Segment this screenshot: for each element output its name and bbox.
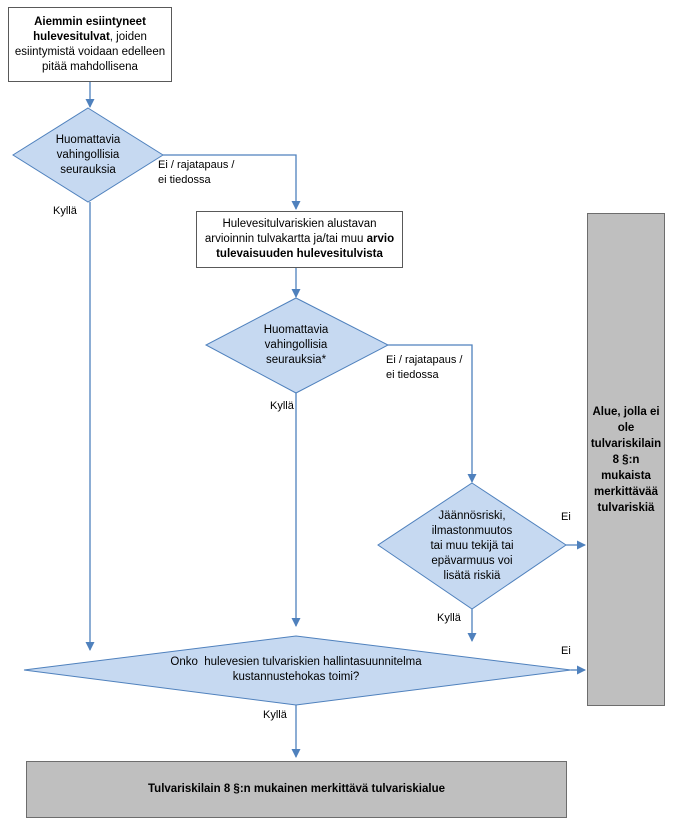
d3-line-2: ilmastonmuutos [431,524,513,537]
d3-no-label: Ei [561,511,571,523]
d2-no-label-2: ei tiedossa [386,369,439,381]
d2-no-label: Ei / rajatapaus / ei tiedossa [386,353,462,383]
start-box-bold1: Aiemmin esiintyneet [34,15,146,28]
no-risk-line-5: mukaista [601,469,651,482]
d3-line-1: Jäännösriski, [438,509,506,522]
start-box-line3: esiintymistä voidaan edelleen [14,45,166,58]
d4-no-label: Ei [561,645,571,657]
d1-yes-label: Kyllä [53,205,77,217]
decision-1-text: Huomattavia vahingollisia seurauksia [38,125,138,185]
d2-yes-label: Kyllä [270,400,294,412]
decision-diamond-1 [12,107,164,203]
d1-line-1: Huomattavia [55,133,121,146]
d3-line-4: epävarmuus voi [431,554,513,567]
decision-3-text: Jäännösriski, ilmastonmuutos tai muu tek… [412,505,532,587]
d3-line-5: lisätä riskiä [443,569,501,582]
no-risk-line-2: ole [617,421,635,434]
assessment-line1: Hulevesitulvariskien alustavan [222,218,377,230]
assessment-line3-bold: tulevaisuuden hulevesitulvista [216,248,383,260]
start-box-bold2: hulevesitulvat [33,30,110,43]
start-box-rest1: , joiden [109,30,147,43]
d2-no-label-1: Ei / rajatapaus / [386,354,463,366]
assessment-line2-plain: arvioinnin tulvakartta ja/tai muu [204,233,367,245]
decision-4-text: Onko hulevesien tulvariskien hallintasuu… [146,652,446,688]
no-significant-risk-box: Alue, jolla ei ole tulvariskilain 8 §:n … [587,213,665,706]
d1-line-3: seurauksia [60,163,116,176]
d4-line-2: kustannustehokas toimi? [232,671,360,683]
risk-area-text: Tulvariskilain 8 §:n mukainen merkittävä… [148,783,445,795]
no-risk-line-4: 8 §:n [612,453,640,466]
significant-risk-area-box: Tulvariskilain 8 §:n mukainen merkittävä… [26,761,567,818]
d2-line-1: Huomattavia [263,323,329,336]
assessment-box: Hulevesitulvariskien alustavan arvioinni… [196,211,403,268]
d1-line-2: vahingollisia [56,148,120,161]
d3-line-3: tai muu tekijä tai [430,539,514,552]
d2-line-2: vahingollisia [264,338,328,351]
assessment-line2-bold: arvio [366,233,395,245]
no-risk-line-3: tulvariskilain [590,437,662,450]
start-box-line4: pitää mahdollisena [42,60,138,73]
d1-no-label-1: Ei / rajatapaus / [158,159,235,171]
no-risk-line-1: Alue, jolla ei [592,405,660,418]
decision-2-text: Huomattavia vahingollisia seurauksia* [246,315,346,375]
d3-yes-label: Kyllä [437,612,461,624]
arrow-d2-no-to-d3 [388,344,477,483]
d2-line-3: seurauksia* [265,353,327,366]
no-risk-line-7: tulvariskiä [597,501,655,514]
d4-line-1: Onko hulevesien tulvariskien hallintasuu… [170,656,422,668]
d1-no-label-2: ei tiedossa [158,174,211,186]
start-box: Aiemmin esiintyneet hulevesitulvat, joid… [8,7,172,82]
arrow-d1-no-to-assessment [163,154,301,210]
d4-yes-label: Kyllä [263,709,287,721]
d1-no-label: Ei / rajatapaus / ei tiedossa [158,158,234,188]
no-risk-line-6: merkittävää [594,485,658,498]
